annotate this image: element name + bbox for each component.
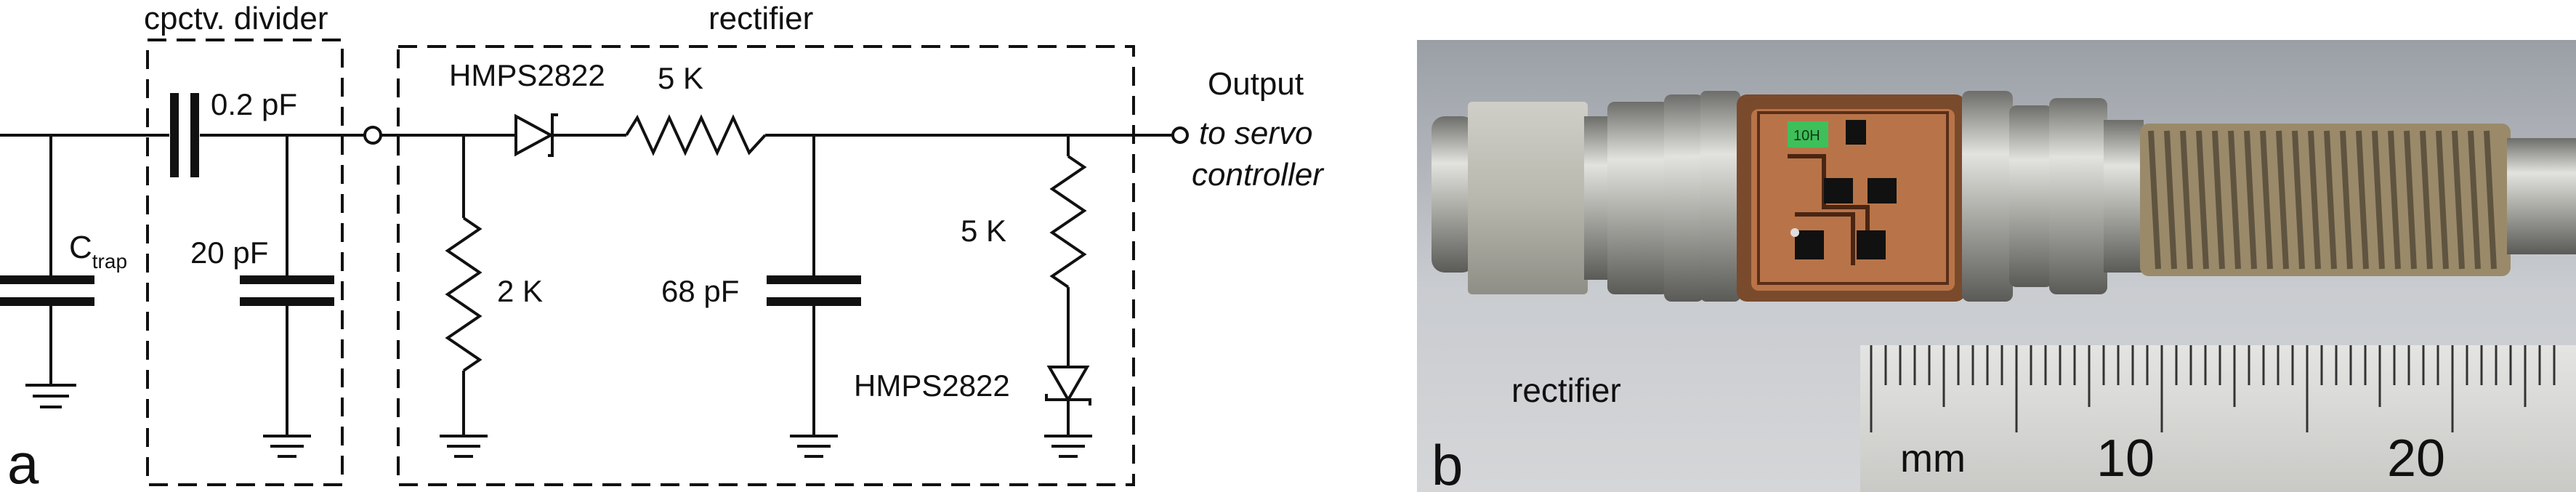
- thread-ridge: [2324, 130, 2337, 270]
- thread-ridge: [2388, 130, 2401, 270]
- ground-symbol-cap68: [790, 435, 838, 458]
- thread-ridge: [2228, 130, 2241, 270]
- diode-hmps2822-1: [514, 113, 558, 157]
- cap02-label: 0.2 pF: [211, 87, 297, 121]
- thread-ridge: [2436, 130, 2449, 270]
- smd-chip-2: [1868, 178, 1897, 203]
- thread-ridge: [2468, 130, 2481, 270]
- sma-connector-left: [1432, 91, 1740, 302]
- thread-ridge: [2340, 130, 2353, 270]
- thread-ridge: [2212, 130, 2225, 270]
- ruler-unit-label: mm: [1900, 437, 1966, 480]
- ctrap-label: Ctrap: [69, 230, 127, 273]
- divider-dashed-box: [146, 39, 344, 486]
- diode2-label: HMPS2822: [854, 368, 1010, 403]
- pcb-board: 10H: [1737, 94, 1966, 302]
- thread-ridge: [2164, 130, 2177, 270]
- node-connector: [363, 126, 382, 145]
- circuit-schematic: a cpctv. divider rectifier Ctrap 0.2 pF …: [0, 1, 1325, 492]
- resistor-5k-shunt: [1049, 155, 1087, 289]
- ground-symbol-cap20: [263, 435, 311, 458]
- thread-ridge: [2308, 130, 2321, 270]
- sma-connector-right: [1962, 91, 2576, 302]
- panel-b-letter: b: [1432, 433, 1463, 492]
- threaded-section: [2140, 124, 2511, 276]
- rectifier-photo: 10H rectifier mm 10 20 b: [1417, 40, 2576, 492]
- thread-ridge: [2292, 130, 2305, 270]
- smd-resistor: [1788, 121, 1828, 148]
- thread-ridge: [2260, 130, 2273, 270]
- thread-ridge: [2404, 130, 2417, 270]
- output-title: Output: [1208, 66, 1304, 102]
- thread-ridge: [2452, 130, 2465, 270]
- thread-ridge: [2484, 130, 2497, 270]
- diode1-label: HMPS2822: [449, 58, 605, 92]
- resistor-5k-series: [625, 114, 767, 156]
- smd-chip-3: [1795, 230, 1824, 259]
- thread-ridge: [2180, 130, 2193, 270]
- res3-label: 5 K: [961, 214, 1006, 248]
- output-line2: controller: [1192, 157, 1325, 193]
- resistor-2k: [445, 217, 483, 372]
- cap20-label: 20 pF: [190, 235, 268, 270]
- photo-rectifier-label: rectifier: [1511, 371, 1621, 409]
- res2-label: 2 K: [497, 274, 543, 308]
- rectifier-title: rectifier: [708, 1, 813, 36]
- photo-drawing: 10H: [1417, 40, 2576, 492]
- thread-ridge: [2148, 130, 2161, 270]
- thread-ridge: [2244, 130, 2257, 270]
- panel-a-letter: a: [7, 432, 39, 492]
- thread-ridge: [2276, 130, 2289, 270]
- cap68-label: 68 pF: [661, 274, 739, 308]
- thread-ridge: [2196, 130, 2209, 270]
- smd-chip-4: [1857, 230, 1886, 259]
- ground-symbol-ctrap: [25, 384, 76, 408]
- smd-marking: 10H: [1793, 128, 1820, 144]
- output-line1: to servo: [1199, 116, 1313, 151]
- divider-title: cpctv. divider: [144, 1, 328, 36]
- smd-chip-1: [1824, 178, 1853, 203]
- ruler: [1860, 345, 2576, 492]
- thread-ridge: [2356, 130, 2369, 270]
- output-node: [1171, 126, 1189, 144]
- ruler-number-10: 10: [2096, 430, 2155, 488]
- ground-symbol-res2k: [440, 435, 488, 458]
- ctrap-subscript: trap: [92, 250, 127, 273]
- ruler-number-20: 20: [2387, 430, 2446, 488]
- thread-ridge: [2420, 130, 2433, 270]
- res1-label: 5 K: [658, 61, 703, 95]
- smd-diode-1: [1846, 120, 1866, 145]
- ground-symbol-diode2: [1044, 435, 1092, 458]
- thread-ridge: [2372, 130, 2385, 270]
- rectifier-dashed-box: [397, 45, 1135, 486]
